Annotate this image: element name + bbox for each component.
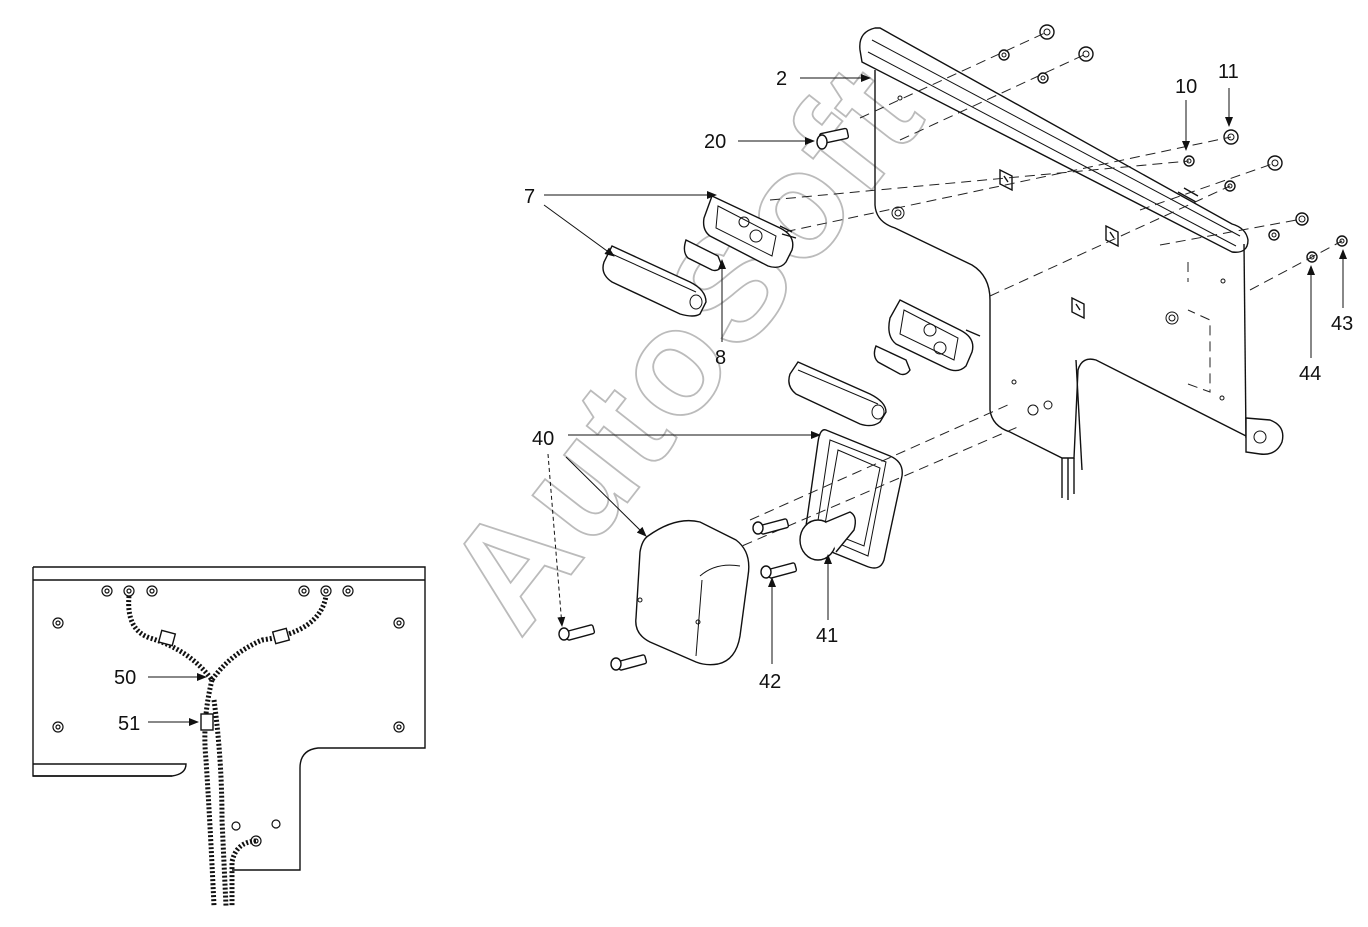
callout-10: 10 [1175, 76, 1197, 98]
callout-labels: 2 20 7 8 10 11 44 43 40 41 42 50 51 [114, 61, 1353, 735]
callout-41: 41 [816, 625, 838, 647]
callout-44: 44 [1299, 363, 1321, 385]
wiring-detail-inset [32, 566, 426, 907]
marker-lamp-upper [602, 195, 797, 317]
callout-11: 11 [1218, 61, 1239, 83]
marker-lamp-lower [788, 299, 981, 427]
callout-50: 50 [114, 667, 136, 689]
fastener-set [769, 24, 1348, 297]
bolt-20 [816, 127, 850, 150]
rear-lamp-body [558, 518, 798, 671]
callout-42: 42 [759, 671, 781, 693]
callout-8: 8 [715, 347, 726, 369]
rear-lamp-frame [639, 403, 1021, 591]
callout-51: 51 [118, 713, 140, 735]
callout-40: 40 [532, 428, 554, 450]
bracket-plate [859, 27, 1284, 500]
callout-7: 7 [524, 186, 535, 208]
callout-43: 43 [1331, 313, 1353, 335]
callout-20: 20 [704, 131, 726, 153]
callout-2: 2 [776, 68, 787, 90]
callout-leaders [148, 74, 1347, 726]
